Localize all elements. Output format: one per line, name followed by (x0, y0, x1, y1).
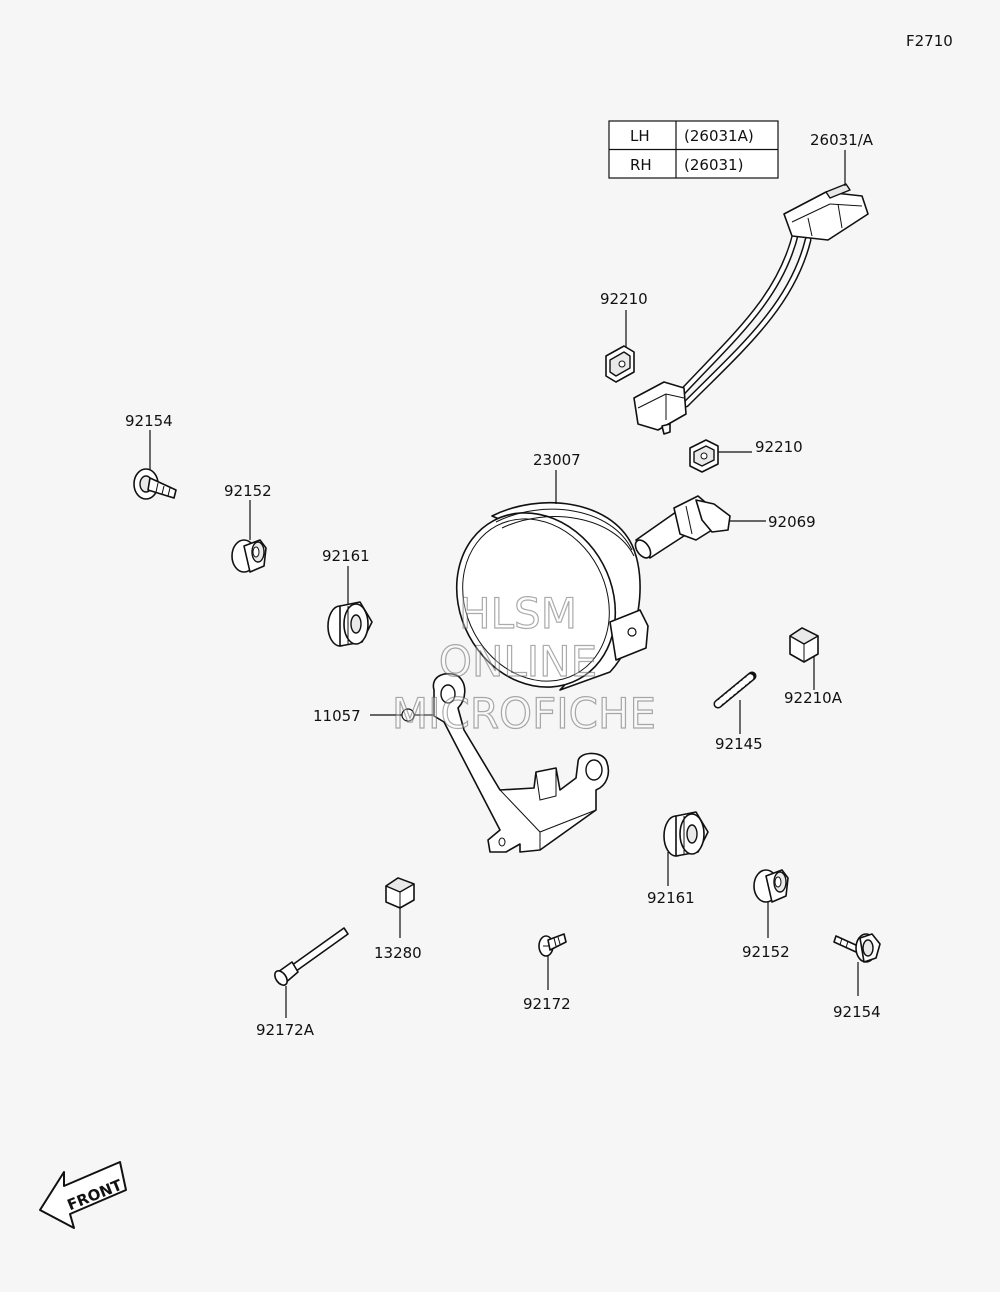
label-nut-clip[interactable]: 92210A (784, 689, 843, 707)
label-screw-short[interactable]: 92172 (523, 995, 571, 1013)
part-clip-nut[interactable] (385, 877, 415, 909)
watermark-line1: HLSM (459, 589, 577, 638)
front-arrow: FRONT (39, 1161, 127, 1229)
table-row-rh-part: (26031) (684, 156, 743, 174)
part-grommet-right[interactable] (663, 811, 709, 857)
part-harness[interactable] (633, 183, 869, 435)
part-collar-left[interactable] (231, 539, 267, 573)
part-grommet-left[interactable] (327, 601, 373, 647)
part-screw-short[interactable] (538, 933, 567, 957)
part-screw-long[interactable] (272, 927, 349, 987)
part-collar-right[interactable] (753, 869, 789, 903)
watermark: HLSM ONLINE MICROFICHE (391, 588, 656, 738)
part-clip-mid[interactable] (689, 439, 719, 473)
label-headlamp[interactable]: 23007 (533, 451, 581, 469)
part-nut-clip[interactable] (789, 627, 819, 663)
label-clip-upper[interactable]: 92210 (600, 290, 648, 308)
part-bolt-left[interactable] (133, 468, 177, 500)
watermark-line3: MICROFICHE (392, 689, 656, 738)
label-harness[interactable]: 26031/A (810, 131, 874, 149)
side-table: LH (26031A) RH (26031) (608, 120, 779, 179)
label-screw-long[interactable]: 92172A (256, 1021, 315, 1039)
watermark-line2: ONLINE (439, 637, 597, 686)
label-bolt-left[interactable]: 92154 (125, 412, 173, 430)
table-row-lh-part: (26031A) (684, 127, 754, 145)
part-spring[interactable] (713, 671, 757, 709)
label-spring[interactable]: 92145 (715, 735, 763, 753)
label-bolt-right[interactable]: 92154 (833, 1003, 881, 1021)
label-collar-left[interactable]: 92152 (224, 482, 272, 500)
label-collar-right[interactable]: 92152 (742, 943, 790, 961)
label-bulb[interactable]: 92069 (768, 513, 816, 531)
figure-code: F2710 (906, 32, 953, 50)
part-bulb[interactable] (632, 495, 731, 561)
part-clip-upper[interactable] (605, 345, 635, 383)
label-clip-nut[interactable]: 13280 (374, 944, 422, 962)
table-row-lh-side: LH (630, 127, 650, 145)
label-clip-mid[interactable]: 92210 (755, 438, 803, 456)
label-grommet-right[interactable]: 92161 (647, 889, 695, 907)
label-grommet-left[interactable]: 92161 (322, 547, 370, 565)
table-row-rh-side: RH (630, 156, 652, 174)
part-headlamp[interactable] (427, 485, 649, 715)
part-bolt-right[interactable] (833, 933, 881, 963)
label-bracket[interactable]: 11057 (313, 707, 361, 725)
